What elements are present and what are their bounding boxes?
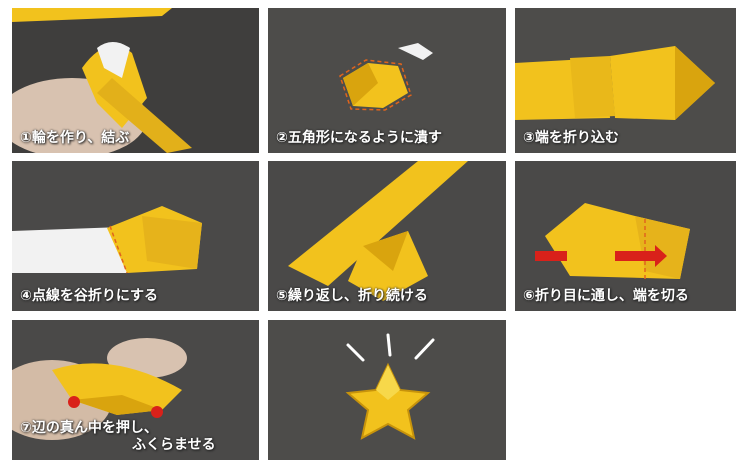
step-3-photo: ③端を折り込む bbox=[515, 8, 736, 153]
red-arrow-left bbox=[535, 251, 567, 261]
step-4-photo: ④点線を谷折りにする bbox=[12, 161, 259, 311]
step-8-photo bbox=[268, 320, 506, 460]
step-1-photo: ①輪を作り、結ぶ bbox=[12, 8, 259, 153]
press-point-right bbox=[151, 406, 163, 418]
step-7-caption: ⑦辺の真ん中を押し、ふくらませる bbox=[20, 420, 216, 453]
step-4-illustration bbox=[12, 161, 259, 311]
step-7-illustration bbox=[12, 320, 259, 460]
step-5-caption: ⑤繰り返し、折り続ける bbox=[276, 288, 428, 304]
step-6-photo: ⑥折り目に通し、端を切る bbox=[515, 161, 736, 311]
step-1-illustration bbox=[12, 8, 259, 153]
step-2-caption: ②五角形になるように潰す bbox=[276, 130, 442, 146]
red-arrow-right bbox=[615, 245, 667, 267]
star-shape bbox=[345, 362, 431, 440]
step-2-illustration bbox=[268, 8, 506, 153]
step-6-illustration bbox=[515, 161, 736, 311]
step-5-photo: ⑤繰り返し、折り続ける bbox=[268, 161, 506, 311]
step-3-caption: ③端を折り込む bbox=[523, 130, 619, 146]
step-7-photo: ⑦辺の真ん中を押し、ふくらませる bbox=[12, 320, 259, 460]
step-2-photo: ②五角形になるように潰す bbox=[268, 8, 506, 153]
finished-star-illustration bbox=[268, 320, 506, 460]
step-6-caption: ⑥折り目に通し、端を切る bbox=[523, 288, 689, 304]
step-1-caption: ①輪を作り、結ぶ bbox=[20, 130, 130, 146]
step-4-caption: ④点線を谷折りにする bbox=[20, 288, 158, 304]
step-5-illustration bbox=[268, 161, 506, 311]
press-point-left bbox=[68, 396, 80, 408]
step-3-illustration bbox=[515, 8, 736, 153]
